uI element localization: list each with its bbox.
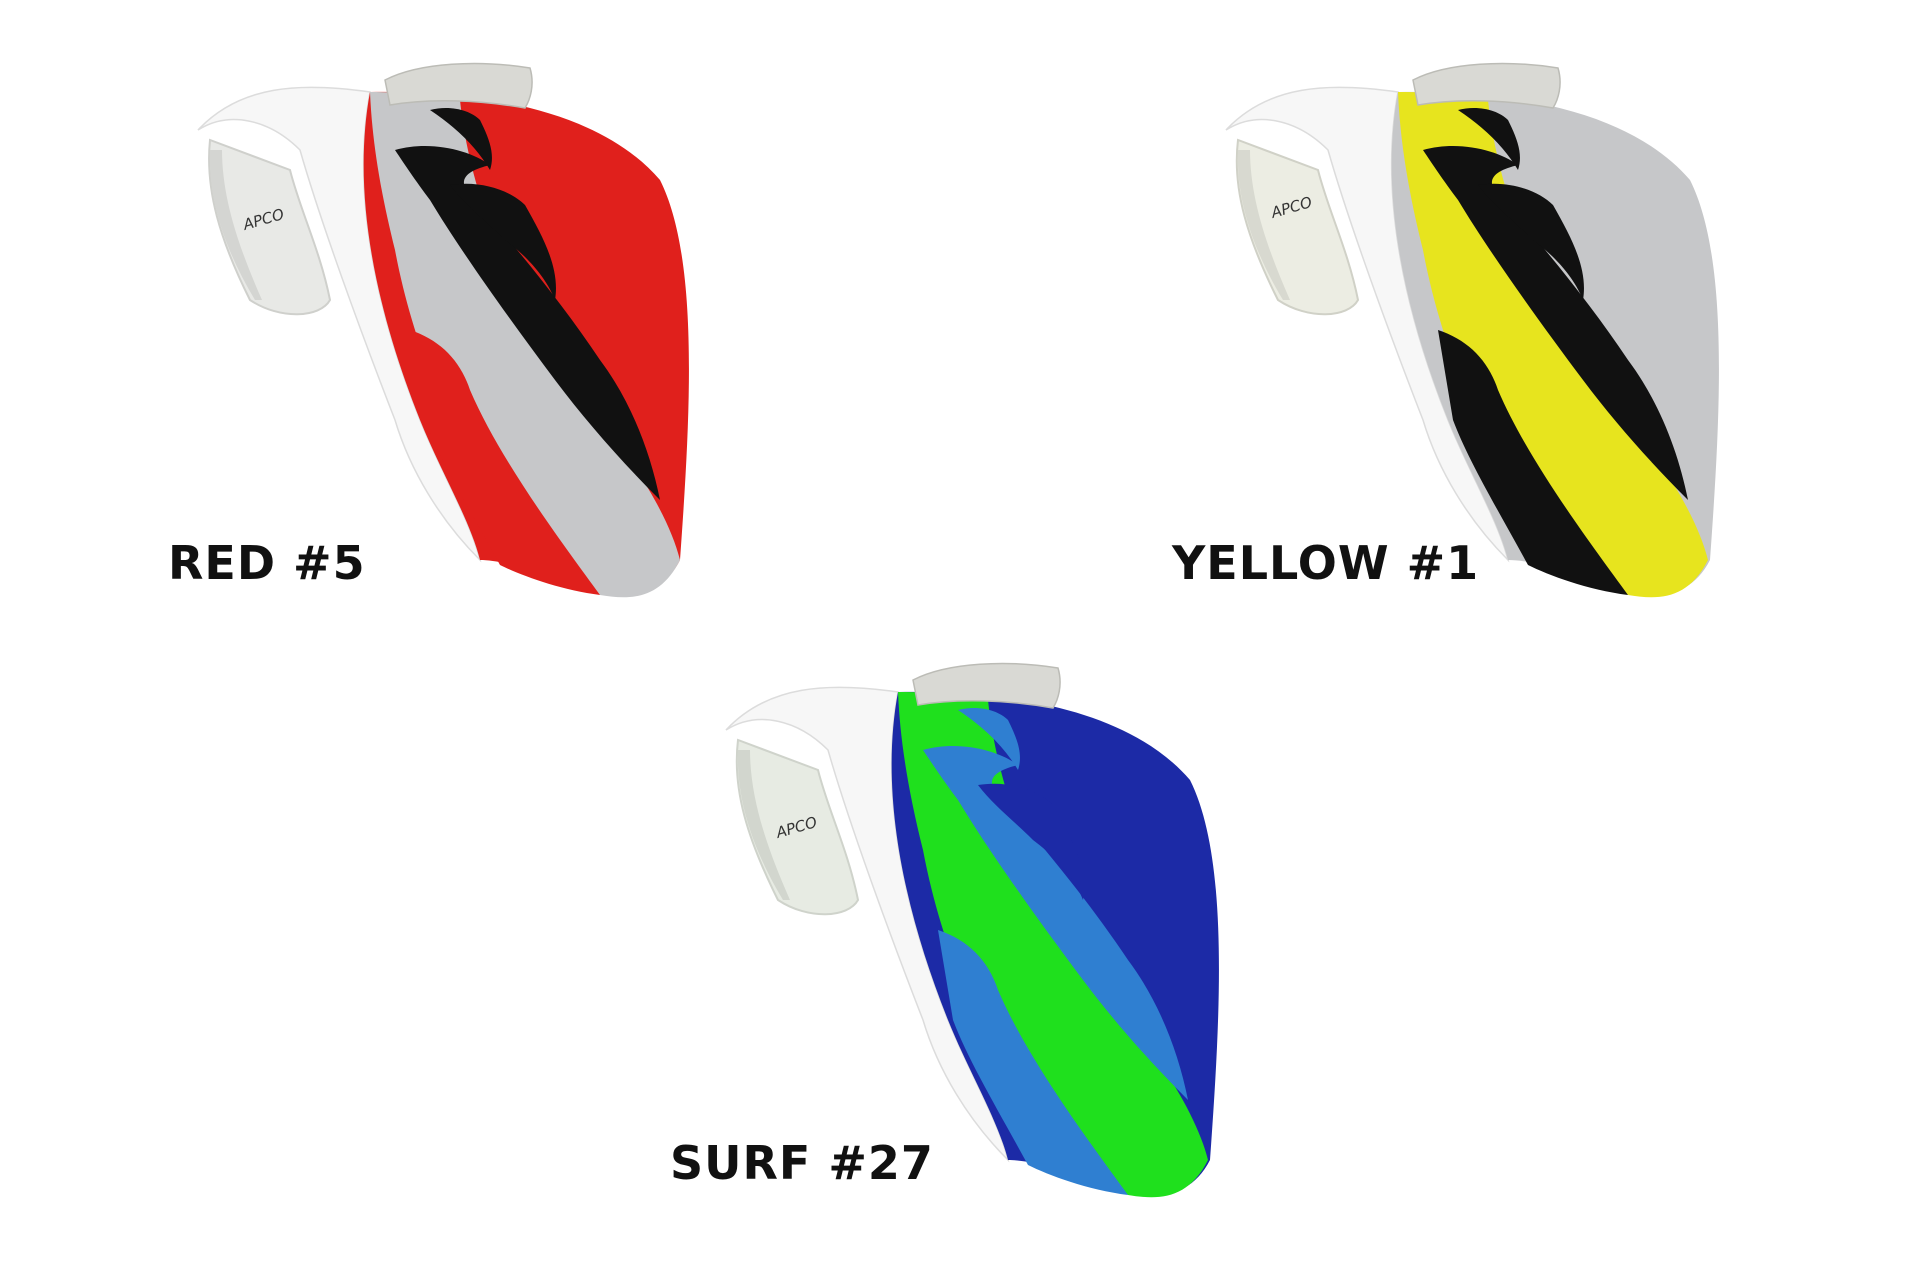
claw-mark-3 [1458, 108, 1520, 170]
wing-underside-shade [1237, 150, 1290, 300]
variant-label-yellow: YELLOW #1 [1172, 536, 1480, 590]
claw-mark-3 [958, 708, 1020, 770]
variant-label-red: RED #5 [168, 536, 366, 590]
wing-stabilizer [912, 662, 1061, 709]
paraglider-wing-red: APCO [197, 62, 689, 598]
claw-mark-2 [450, 183, 556, 300]
wing-blue-tip [938, 930, 1128, 1195]
wing-black-tip [1438, 330, 1628, 595]
variant-label-surf: SURF #27 [670, 1136, 934, 1190]
wing-stabilizer [384, 62, 533, 109]
wing-stabilizer [1412, 62, 1561, 109]
wing-underside-shade [737, 750, 790, 900]
claw-mark-1 [923, 745, 1188, 1100]
wing-underside-shade [209, 150, 262, 300]
claw-mark-2 [978, 783, 1084, 900]
wing-red-tip [410, 330, 600, 595]
claw-mark-3 [430, 108, 492, 170]
claw-mark-2 [1478, 183, 1584, 300]
claw-mark-1 [1423, 145, 1688, 501]
paraglider-wing-yellow: APCO [1225, 62, 1719, 598]
claw-mark-1 [395, 145, 660, 501]
paraglider-wing-surf: APCO [725, 662, 1219, 1198]
